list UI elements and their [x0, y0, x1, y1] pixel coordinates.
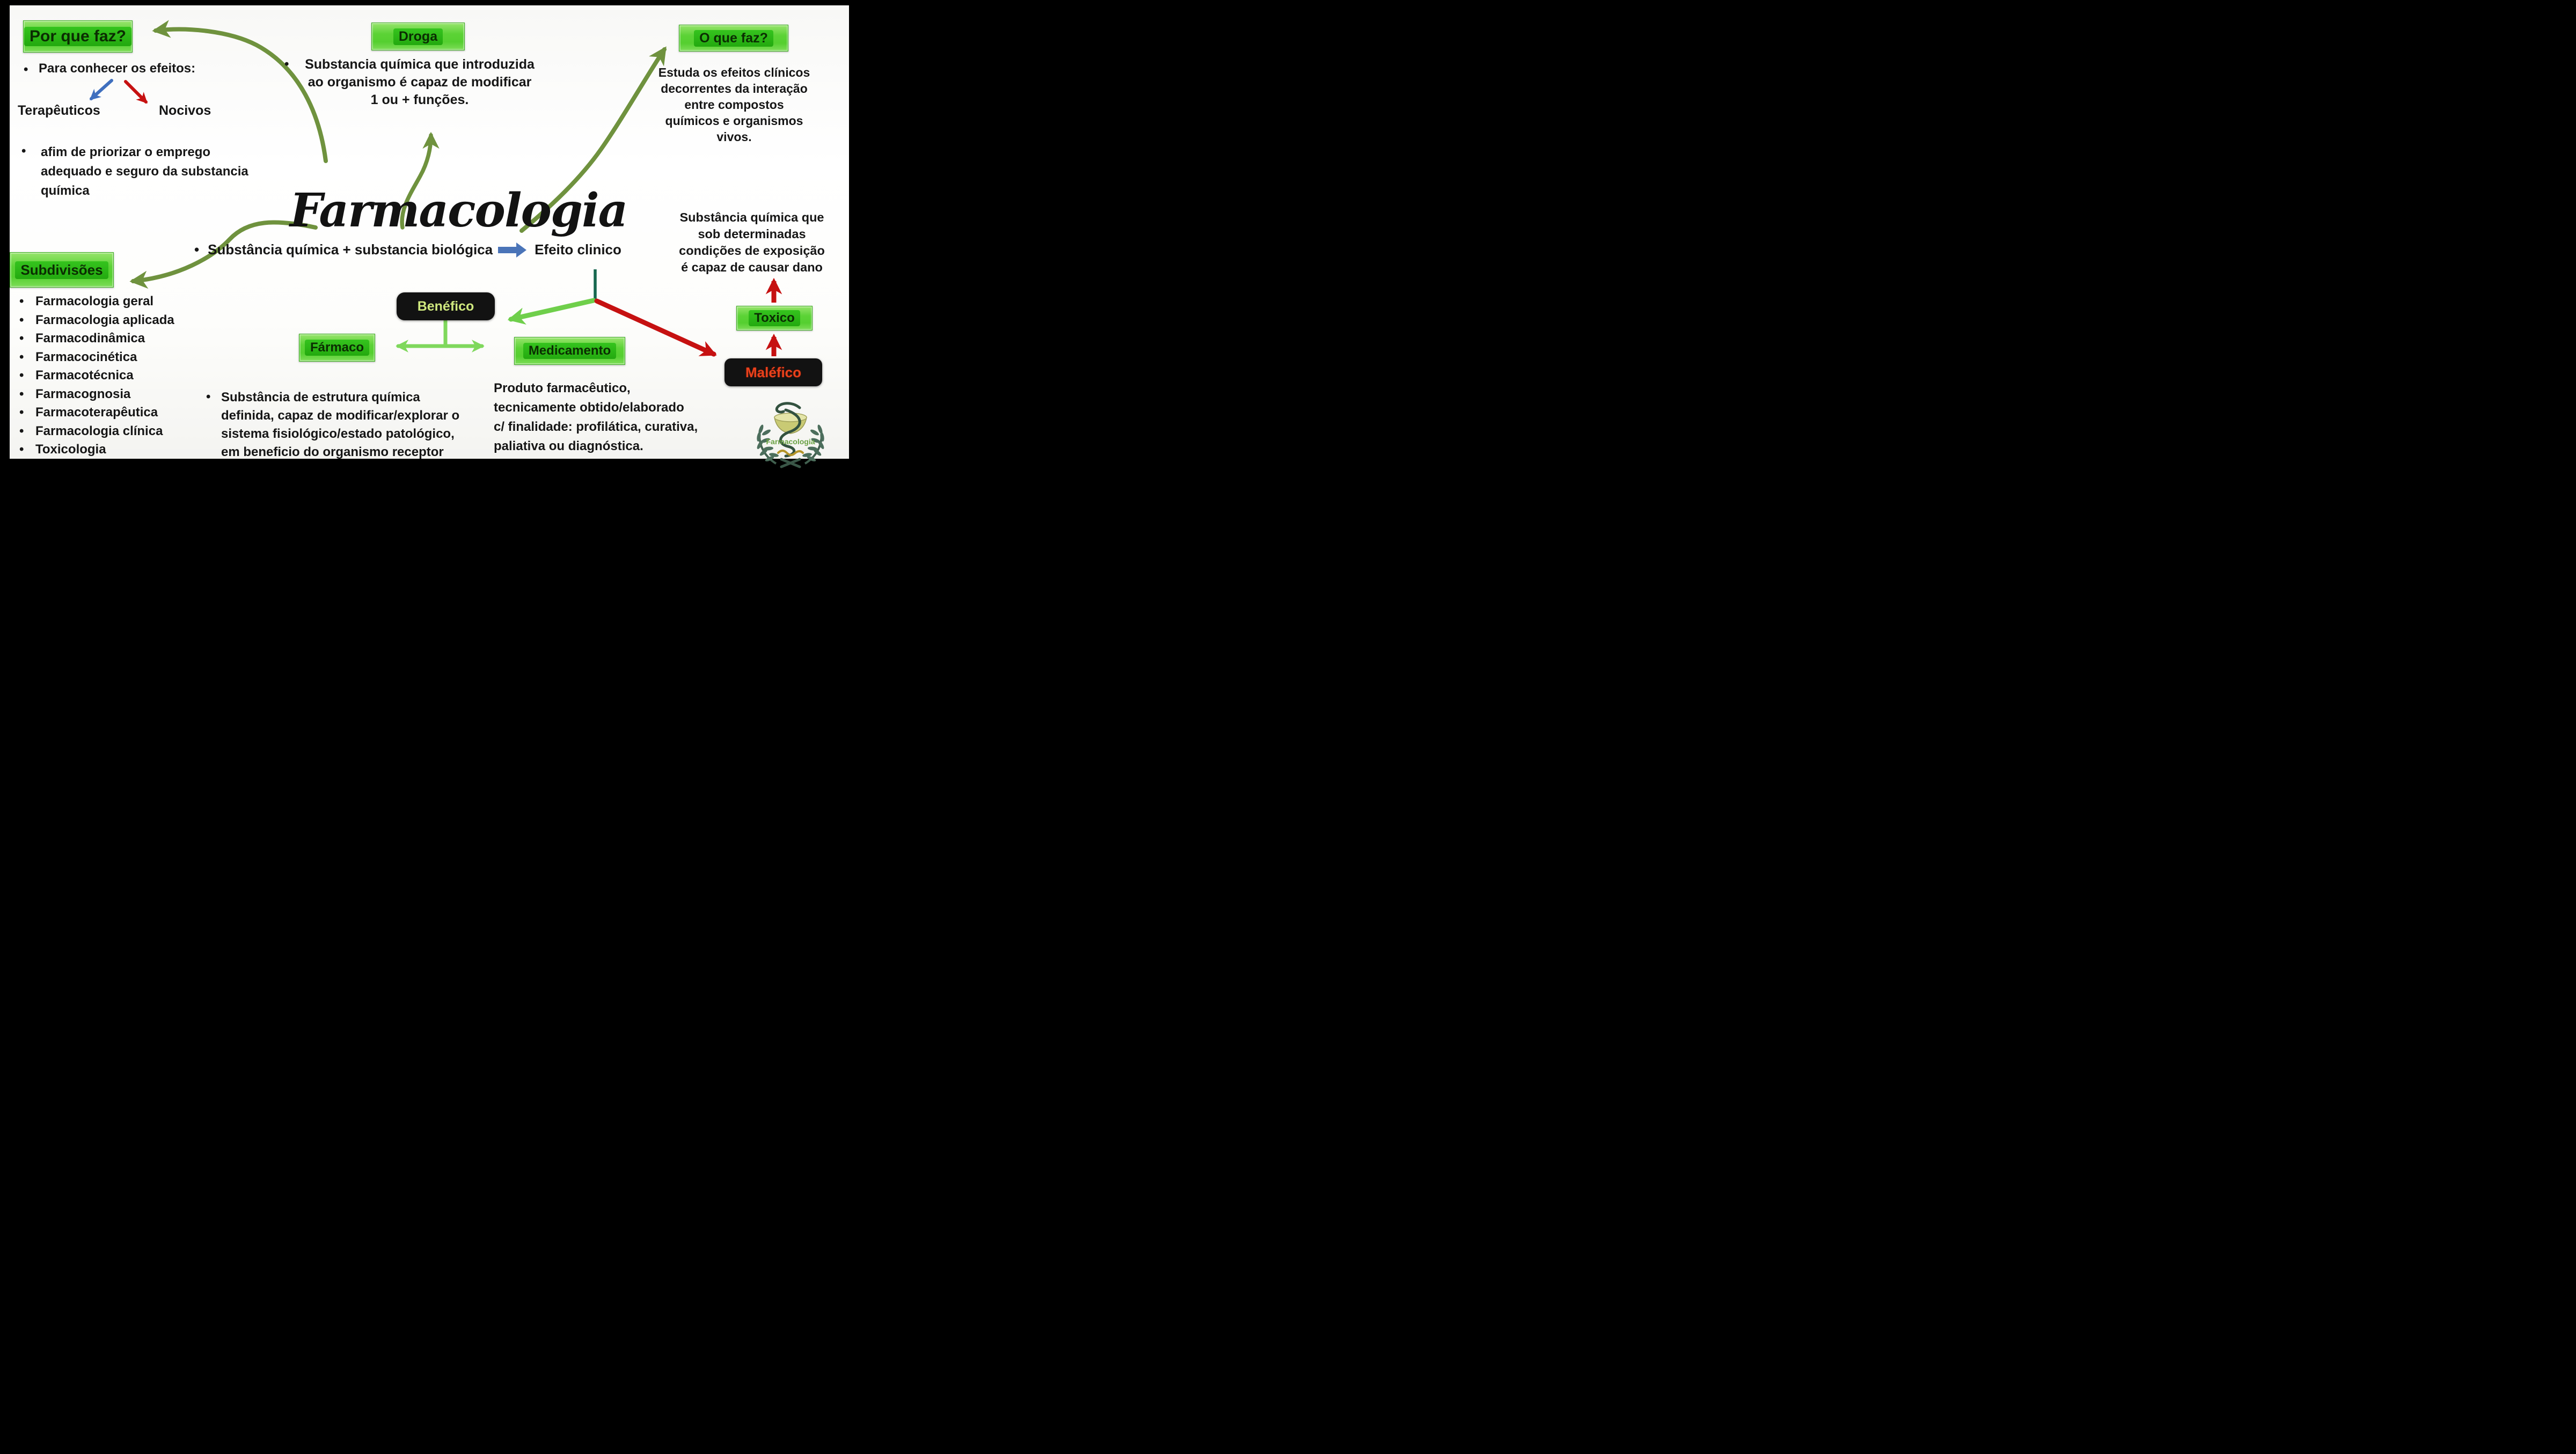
logo-caption: Farmacologia [766, 437, 815, 446]
central-definition: Substância química + substancia biológic… [208, 241, 493, 258]
bullet-dot: • [19, 423, 24, 438]
node-benefico: Benéfico [397, 292, 495, 320]
bullet-dot: • [19, 368, 24, 383]
subdivision-item-label: Farmacognosia [35, 386, 131, 401]
por-que-faz-effects-intro: Para conhecer os efeitos: [39, 61, 196, 76]
bullet-dot: • [194, 241, 200, 258]
bullet-dot: • [21, 144, 26, 158]
node-medicamento-label: Medicamento [523, 343, 617, 359]
subdivision-item: • Farmacotécnica [19, 368, 174, 387]
droga-definition: Substancia química que introduzida ao or… [305, 57, 535, 107]
bullet-dot: • [19, 442, 24, 457]
medicamento-definition: Produto farmacêutico, tecnicamente obtid… [494, 381, 698, 453]
subdivision-item: • Farmacologia aplicada [19, 313, 174, 332]
subdivision-item-label: Farmacologia clínica [35, 423, 163, 438]
bullet-dot: • [206, 390, 211, 404]
subdivision-item: • Toxicologia [19, 442, 174, 461]
subdivision-item: • Farmacocinética [19, 350, 174, 369]
node-o-que-faz-label: O que faz? [694, 30, 773, 47]
subdivision-item: • Farmacognosia [19, 387, 174, 406]
node-benefico-label: Benéfico [417, 298, 474, 314]
mindmap-canvas: Por que faz? • Para conhecer os efeitos:… [0, 0, 859, 484]
node-malefico: Maléfico [724, 358, 822, 386]
farmaco-definition: Substância de estrutura química definida… [221, 390, 460, 459]
subdivision-item-label: Farmacoterapêutica [35, 405, 158, 420]
bullet-dot: • [19, 405, 24, 420]
node-farmaco: Fármaco [299, 334, 375, 362]
node-subdivisoes-label: Subdivisões [15, 261, 108, 279]
subdivision-item-label: Farmacologia geral [35, 294, 154, 309]
bullet-dot: • [19, 386, 24, 401]
central-definition-row: • Substância química + substancia biológ… [194, 241, 621, 258]
subdivision-item: • Farmacoterapêutica [19, 405, 174, 424]
node-subdivisoes: Subdivisões [10, 252, 114, 288]
node-o-que-faz: O que faz? [679, 25, 788, 52]
subdivision-item: • Farmacologia clínica [19, 424, 174, 443]
blue-block-arrow-icon [498, 242, 527, 258]
toxico-definition: Substância química que sob determinadas … [679, 210, 825, 274]
laurel-wreath-icon [756, 424, 825, 468]
node-medicamento: Medicamento [514, 337, 625, 365]
node-toxico-label: Toxico [749, 310, 800, 326]
node-toxico: Toxico [736, 306, 813, 331]
farmacologia-wreath-logo-icon: Farmacologia [756, 402, 825, 468]
subdivision-item-label: Farmacodinâmica [35, 331, 145, 346]
subdivision-item-label: Toxicologia [35, 442, 106, 457]
node-droga: Droga [371, 23, 465, 50]
por-que-faz-purpose: afim de priorizar o emprego adequado e s… [41, 145, 248, 198]
effect-nocivos: Nocivos [159, 103, 211, 118]
subdivision-item: • Farmacologia geral [19, 294, 174, 313]
subdivisions-list: • Farmacologia geral • Farmacologia aplicad… [19, 294, 174, 461]
subdivision-item-label: Farmacocinética [35, 349, 137, 364]
snake-icon [775, 402, 801, 458]
page-title: Farmacologia [290, 183, 628, 238]
subdivision-item-label: Farmacotécnica [35, 368, 134, 383]
o-que-faz-definition: Estuda os efeitos clínicos decorrentes d… [658, 65, 810, 144]
node-por-que-faz: Por que faz? [23, 20, 133, 53]
central-result: Efeito clinico [535, 241, 621, 258]
node-farmaco-label: Fármaco [304, 340, 370, 356]
effect-terapeuticos: Terapêuticos [18, 103, 100, 118]
subdivision-item: • Farmacodinâmica [19, 331, 174, 350]
subdivision-item-label: Farmacologia aplicada [35, 312, 174, 327]
bullet-dot: • [19, 349, 24, 364]
logo-gold-flourish-icon [777, 450, 804, 456]
bullet-dot: • [19, 312, 24, 327]
node-malefico-label: Maléfico [745, 364, 802, 380]
node-por-que-faz-label: Por que faz? [24, 27, 131, 46]
bullet-dot: • [19, 331, 24, 346]
bullet-dot: • [19, 294, 24, 309]
bullet-dot: • [284, 57, 289, 71]
bullet-dot: • [24, 62, 28, 77]
node-droga-label: Droga [393, 28, 443, 45]
